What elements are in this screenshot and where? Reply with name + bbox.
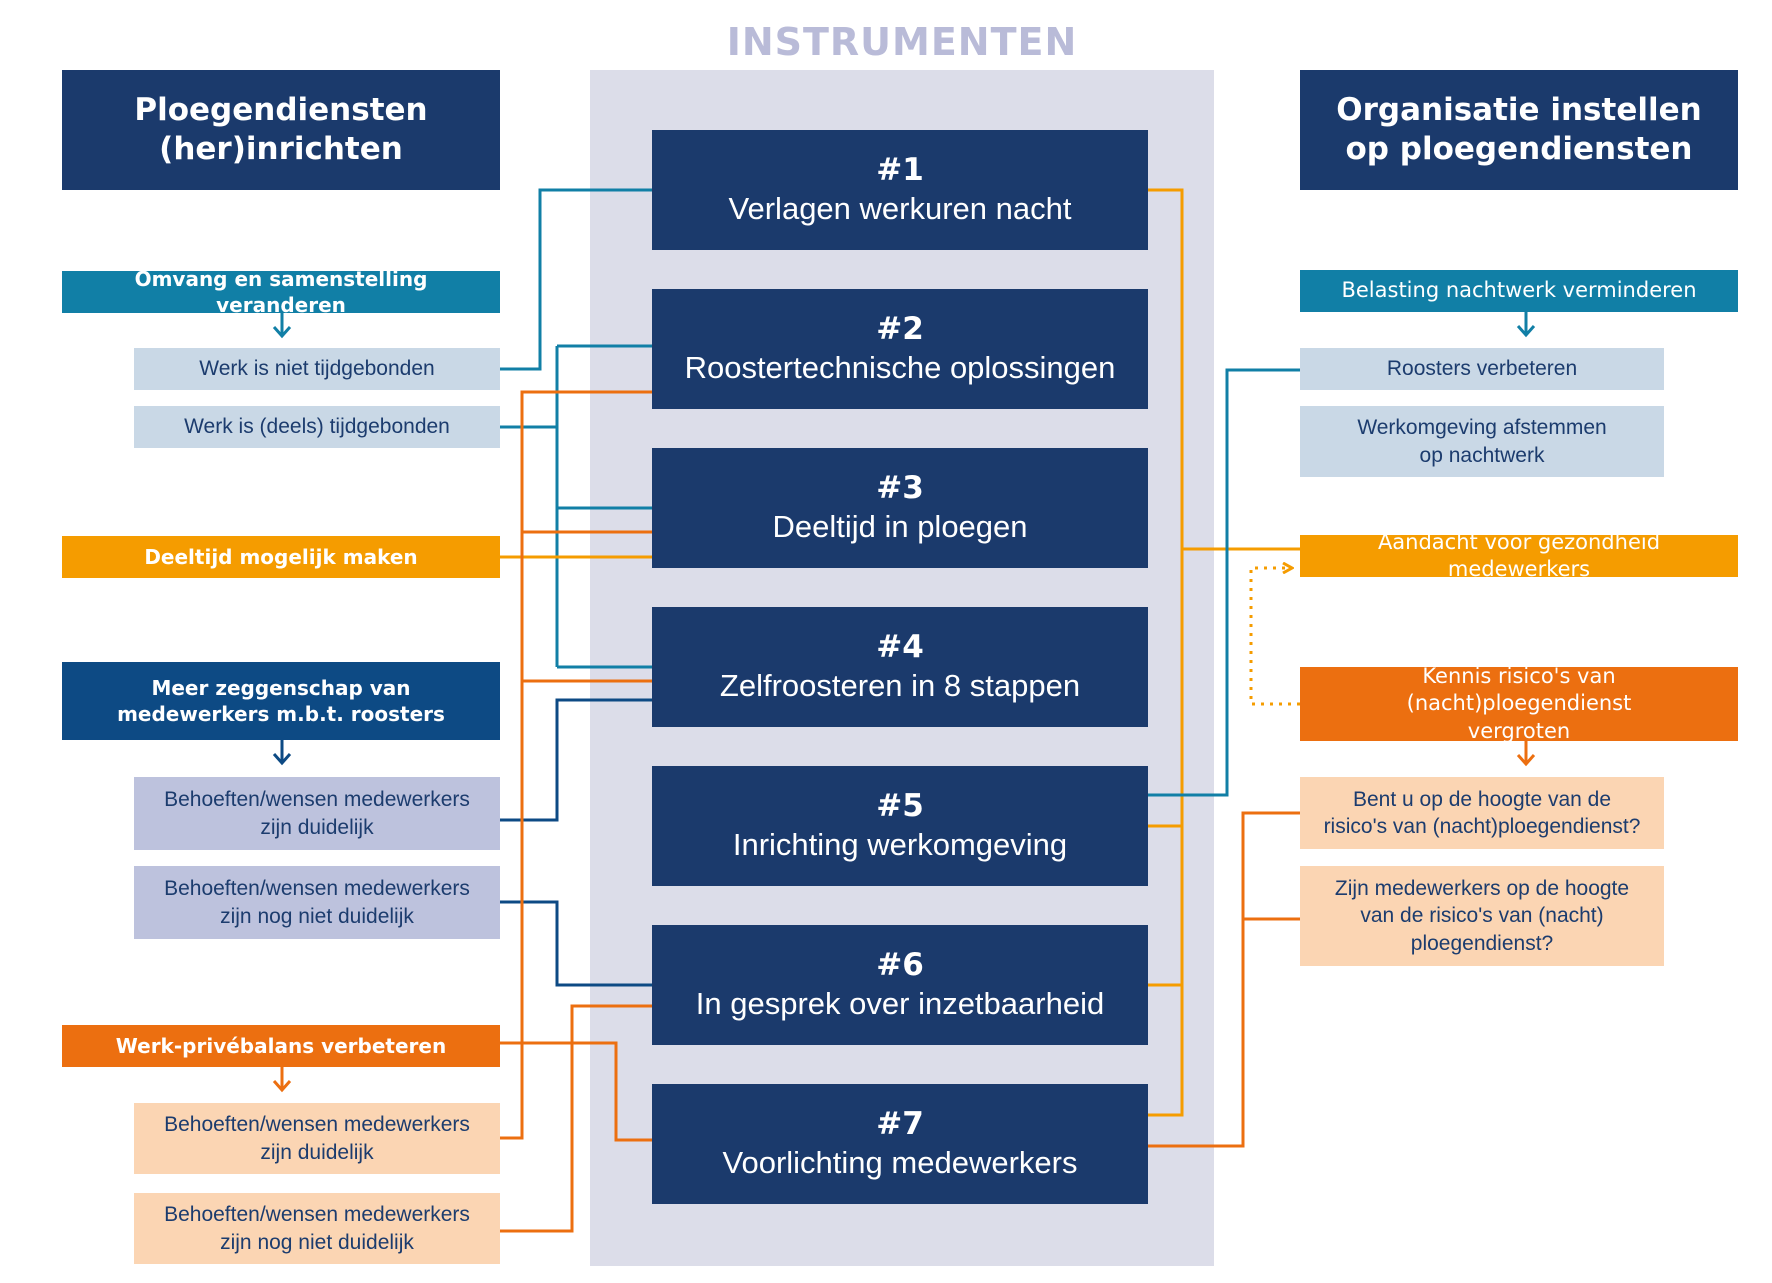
group-label-text: Belasting nachtwerk verminderen — [1341, 278, 1697, 303]
instrument-5: #5 Inrichting werkomgeving — [652, 766, 1148, 886]
group-label-gezondheid: Aandacht voor gezondheid medewerkers — [1300, 530, 1738, 581]
connector-balans-bus — [500, 390, 652, 1140]
item-zijn-medewerkers-op-de-hoogte: Zijn medewerkers op de hoogte van de ris… — [1300, 866, 1664, 966]
instrument-number: #4 — [876, 629, 924, 666]
item-text: ploegendienst? — [1410, 931, 1554, 955]
group-label-kennis: Kennis risico's van (nacht)ploegendienst… — [1300, 664, 1738, 743]
item-text: van de risico's van (nacht) — [1360, 904, 1604, 928]
item-zeggenschap-duidelijk: Behoeften/wensen medewerkers zijn duidel… — [134, 777, 500, 850]
connector-zeggenschap-niet-duidelijk-to-6 — [500, 900, 652, 987]
item-bent-u-op-de-hoogte: Bent u op de hoogte van de risico's van … — [1300, 777, 1664, 849]
item-text: Bent u op de hoogte van de — [1352, 787, 1612, 811]
connector-dotted-kennis-to-gezondheid — [1249, 568, 1300, 706]
item-text: risico's van (nacht)ploegendienst? — [1323, 815, 1641, 838]
group-label-text: Meer zeggenschap van — [151, 676, 411, 700]
instrument-title: Verlagen werkuren nacht — [728, 191, 1072, 226]
group-label-text: vergroten — [1467, 718, 1571, 743]
group-label-balans: Werk-privébalans verbeteren — [62, 1025, 500, 1067]
item-text: op nachtwerk — [1419, 443, 1545, 467]
instrument-3: #3 Deeltijd in ploegen — [652, 448, 1148, 568]
connector-balans-label-to-7 — [500, 1041, 652, 1142]
connector-zeggenschap-duidelijk-to-4 — [500, 698, 652, 822]
group-label-text: Kennis risico's van (nacht)ploegendienst — [1406, 664, 1632, 716]
right-header-line: Organisatie instellen — [1336, 92, 1702, 129]
connector-7-to-kennis — [1148, 811, 1300, 1148]
item-balans-niet-duidelijk: Behoeften/wensen medewerkers zijn nog ni… — [134, 1193, 500, 1264]
left-header-line: Ploegendiensten — [134, 92, 428, 129]
connector-niet-tijdgebonden-to-1 — [500, 188, 652, 371]
diagram-title: INSTRUMENTEN — [726, 20, 1078, 64]
connector-right-orange-bus — [1148, 188, 1184, 1117]
instrument-6: #6 In gesprek over inzetbaarheid — [652, 925, 1148, 1045]
instrument-number: #7 — [876, 1106, 924, 1143]
item-text: zijn duidelijk — [260, 1140, 374, 1164]
instrument-number: #5 — [876, 788, 924, 825]
group-label-belasting: Belasting nachtwerk verminderen — [1300, 270, 1738, 312]
connector-balans-niet-duidelijk-to-6 — [500, 1004, 652, 1233]
instrument-4: #4 Zelfroosteren in 8 stappen — [652, 607, 1148, 727]
instrument-title: Deeltijd in ploegen — [772, 509, 1028, 544]
group-label-omvang: Omvang en samenstelling veranderen — [62, 267, 500, 317]
group-label-deeltijd: Deeltijd mogelijk maken — [62, 536, 500, 578]
instrument-title: Voorlichting medewerkers — [722, 1145, 1078, 1180]
arrow-down-right-3 — [1516, 741, 1536, 767]
group-label-text: Deeltijd mogelijk maken — [144, 545, 418, 569]
right-header: Organisatie instellen op ploegendiensten — [1300, 70, 1738, 190]
item-niet-tijdgebonden: Werk is niet tijdgebonden — [134, 348, 500, 390]
group-label-text: Aandacht voor gezondheid medewerkers — [1377, 529, 1661, 581]
item-text: Behoeften/wensen medewerkers — [164, 1203, 470, 1227]
item-text: Werkomgeving afstemmen — [1357, 416, 1607, 440]
item-zeggenschap-niet-duidelijk: Behoeften/wensen medewerkers zijn nog ni… — [134, 866, 500, 939]
item-balans-duidelijk: Behoeften/wensen medewerkers zijn duidel… — [134, 1103, 500, 1174]
item-text: zijn duidelijk — [260, 815, 374, 839]
item-text: Behoeften/wensen medewerkers — [164, 788, 470, 812]
arrow-down-left-1 — [272, 313, 292, 339]
item-deels-tijdgebonden: Werk is (deels) tijdgebonden — [134, 406, 500, 448]
item-text: Werk is (deels) tijdgebonden — [184, 415, 450, 439]
instrument-title: Zelfroosteren in 8 stappen — [719, 668, 1081, 703]
arrow-down-right-1 — [1516, 312, 1536, 338]
instrument-number: #3 — [876, 470, 924, 507]
instrument-2: #2 Roostertechnische oplossingen — [652, 289, 1148, 409]
instrument-1: #1 Verlagen werkuren nacht — [652, 130, 1148, 250]
item-text: Behoeften/wensen medewerkers — [164, 877, 470, 901]
item-text: zijn nog niet duidelijk — [220, 904, 414, 928]
instrument-title: In gesprek over inzetbaarheid — [695, 986, 1105, 1021]
arrow-down-left-4 — [272, 1067, 292, 1093]
item-text: Zijn medewerkers op de hoogte — [1334, 877, 1630, 901]
instrument-title: Roostertechnische oplossingen — [684, 350, 1116, 385]
instrument-number: #6 — [876, 947, 924, 984]
group-label-zeggenschap: Meer zeggenschap van medewerkers m.b.t. … — [62, 662, 500, 740]
item-text: Behoeften/wensen medewerkers — [164, 1113, 470, 1137]
instrument-number: #1 — [876, 152, 924, 189]
connector-5-to-roosters — [1148, 368, 1300, 797]
arrow-down-left-3 — [272, 740, 292, 766]
instrument-title: Inrichting werkomgeving — [732, 827, 1068, 862]
group-label-text: Omvang en samenstelling veranderen — [134, 267, 428, 317]
left-header: Ploegendiensten (her)inrichten — [62, 70, 500, 190]
group-label-text: medewerkers m.b.t. roosters — [117, 702, 445, 726]
item-roosters-verbeteren: Roosters verbeteren — [1300, 348, 1664, 390]
group-label-text: Werk-privébalans verbeteren — [115, 1034, 447, 1058]
item-text: Werk is niet tijdgebonden — [199, 357, 435, 381]
instrument-number: #2 — [876, 311, 924, 348]
instrument-7: #7 Voorlichting medewerkers — [652, 1084, 1148, 1204]
item-werkomgeving-afstemmen: Werkomgeving afstemmen op nachtwerk — [1300, 406, 1664, 477]
left-header-line: (her)inrichten — [159, 131, 403, 167]
item-text: zijn nog niet duidelijk — [220, 1230, 414, 1254]
right-header-line: op ploegendiensten — [1345, 131, 1693, 167]
item-text: Roosters verbeteren — [1386, 357, 1578, 381]
